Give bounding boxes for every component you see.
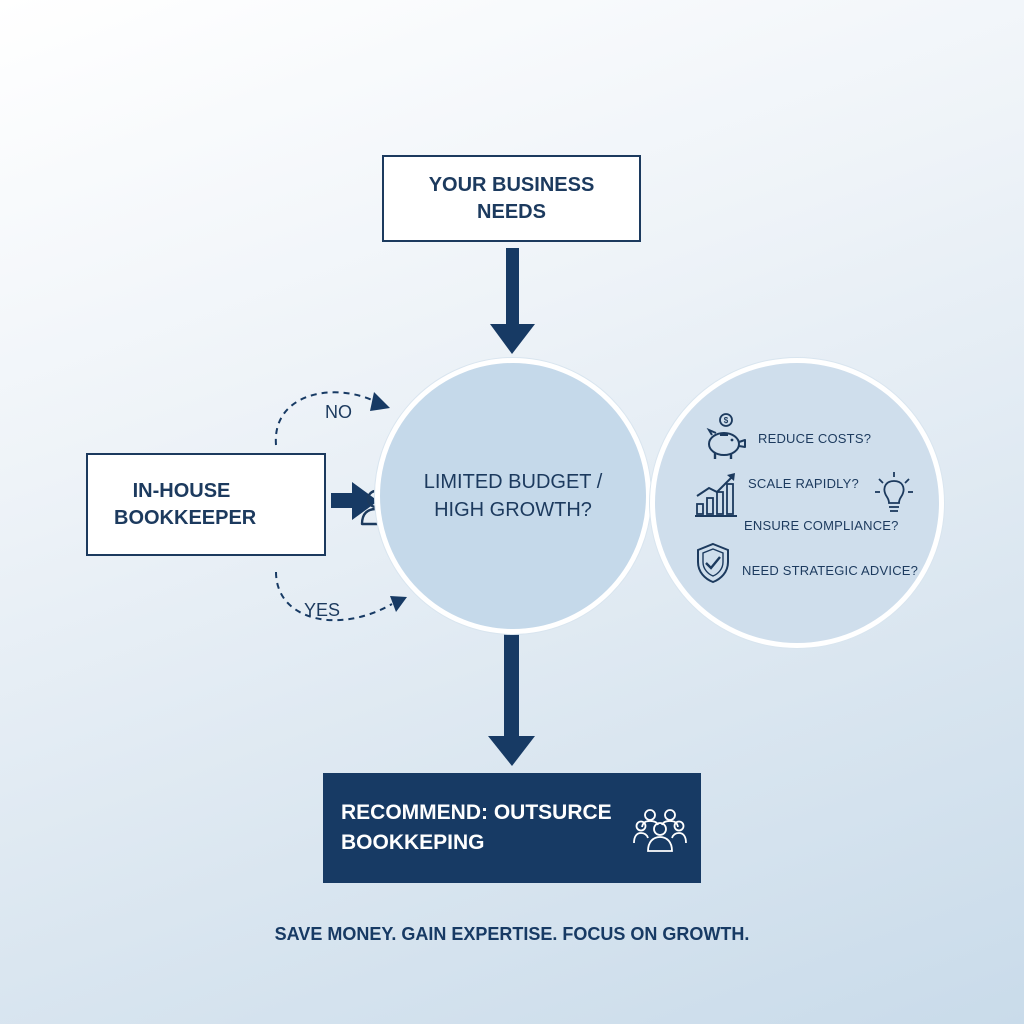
shield-check-icon [697,542,729,584]
decision-node: LIMITED BUDGET / HIGH GROWTH? [375,358,651,634]
inhouse-bookkeeper-node: IN-HOUSE BOOKKEEPER [86,453,392,556]
growth-chart-icon [695,473,737,517]
arrow-inhouse-to-decision [331,482,378,520]
dashed-arrow-no [274,391,390,446]
lightbulb-icon [875,472,913,512]
dashed-arrow-yes [275,571,407,622]
piggy-bank-icon: $ [706,413,746,459]
factor-scale-rapidly: SCALE RAPIDLY? [748,476,859,491]
recommendation-node: RECOMMEND: OUTSURCE BOOKKEPING [323,773,701,883]
team-icon [633,809,687,852]
start-node: YOUR BUSINESS NEEDS [382,155,641,242]
arrow-decision-to-result [488,630,535,766]
decision-node-label: LIMITED BUDGET / HIGH GROWTH? [423,471,603,521]
branch-label-yes: YES [304,600,341,620]
start-node-label: YOUR BUSINESS NEEDS [428,173,595,223]
recommendation-label: RECOMMEND: OUTSURCE BOOKKEPING [341,801,612,854]
branch-label-no: NO [325,402,352,422]
factor-strategic-advice: NEED STRATEGIC ADVICE? [742,563,919,578]
arrow-start-to-decision [490,248,535,354]
inhouse-bookkeeper-label: IN-HOUSE BOOKKEEPER [114,479,257,529]
factor-reduce-costs: REDUCE COSTS? [758,431,872,446]
tagline: SAVE MONEY. GAIN EXPERTISE. FOCUS ON GRO… [274,924,750,944]
svg-text:$: $ [724,416,729,425]
factor-ensure-compliance: ENSURE COMPLIANCE? [744,518,899,533]
